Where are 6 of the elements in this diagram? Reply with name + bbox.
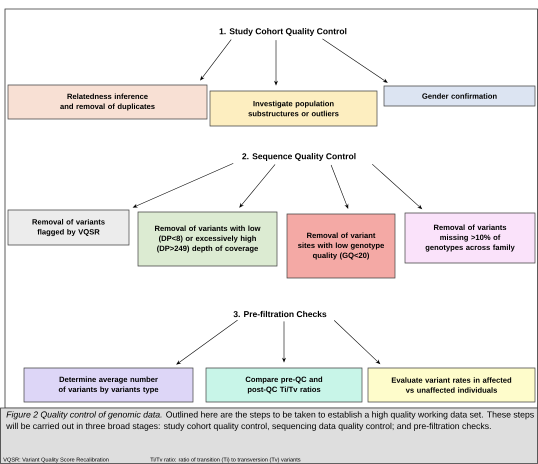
stage-heading: 2. Sequence Quality Control <box>242 153 356 161</box>
stage-heading: 1. Study Cohort Quality Control <box>220 28 346 36</box>
stage-heading: 3. Pre-filtration Checks <box>234 310 326 318</box>
arrow <box>330 164 348 209</box>
arrow <box>176 320 238 365</box>
caption-text: Figure 2 Quality control of genomic data. Outlined here are the steps to be taken to establish a high quality working data set. These steps will be carried out in three broad stages: study cohort quality control, sequencing data quality control; and pre-filtration checks. <box>6 411 534 431</box>
